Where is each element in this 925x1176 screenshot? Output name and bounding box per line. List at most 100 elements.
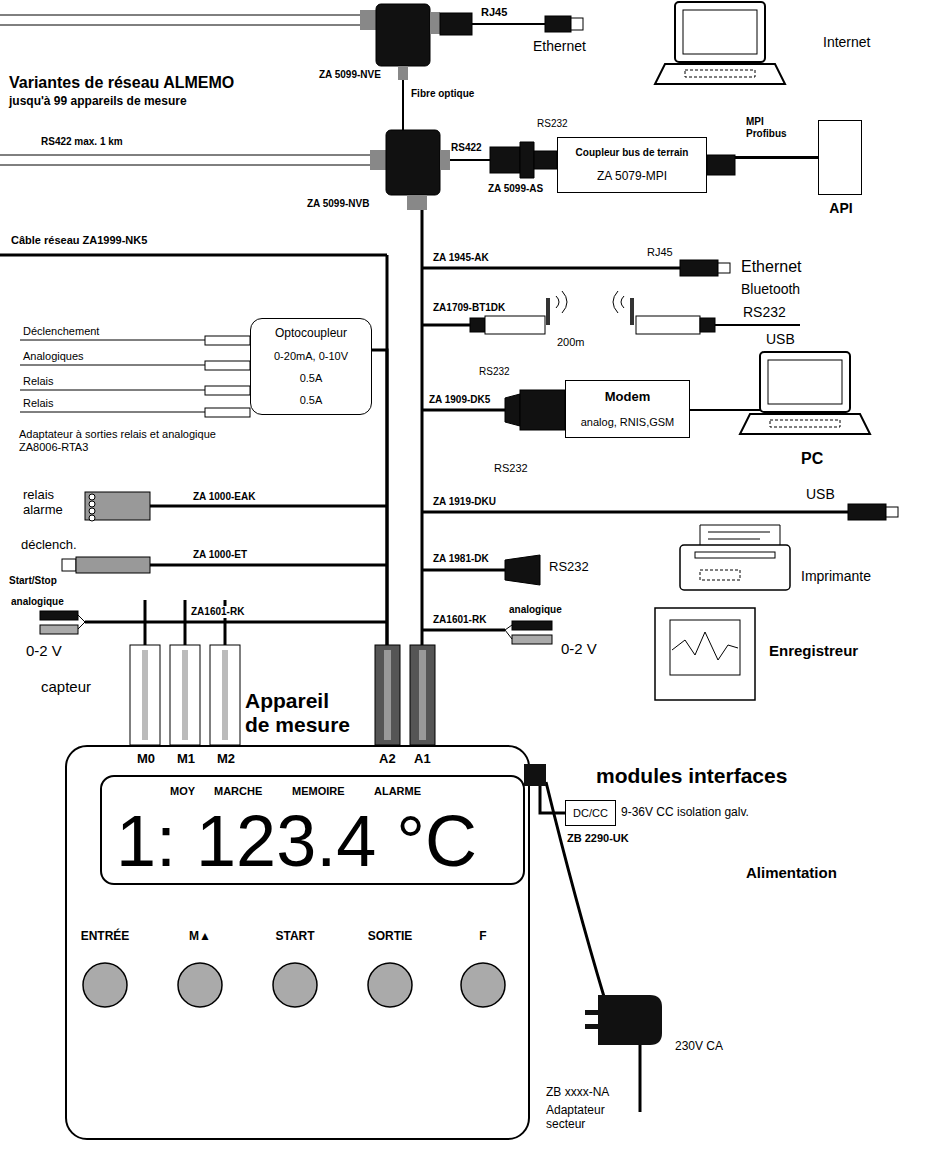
part-label: Ethernet (740, 258, 802, 276)
part-label: Relais (22, 375, 55, 388)
part-label: PC (800, 450, 824, 468)
sensor-plugs (130, 600, 435, 745)
part-label: RJ45 (480, 6, 508, 19)
part-label: ZA1601-RK (190, 606, 245, 618)
part-label: Adaptateur à sorties relais et analogiqu… (18, 428, 260, 453)
part-label: déclench. (20, 538, 78, 553)
display-text: 1: 123.4 °C (116, 805, 477, 877)
part-label: RS232 (548, 560, 590, 575)
button-shape (160, 960, 240, 1015)
part-label: 9-36V CC isolation galv. (620, 806, 750, 820)
part-label: A1 (413, 752, 432, 767)
button-circle (461, 963, 505, 1007)
part-label: Bluetooth (740, 281, 801, 297)
part-label: 230V CA (674, 1040, 724, 1054)
instrument-button: F (443, 930, 523, 1015)
part-label: M0 (136, 752, 156, 767)
box-text: ZA 5079-MPI (597, 170, 667, 184)
instrument-button: START (255, 930, 335, 1015)
modem-box: Modem analog, RNIS,GSM (565, 380, 690, 438)
node-heading: API (809, 200, 873, 216)
part-label: Câble réseau ZA1999-NK5 (10, 234, 148, 247)
optocoupler-inputs (20, 336, 250, 417)
display-text: MOY (170, 785, 195, 798)
part-label: ZA 1945-AK (432, 252, 490, 264)
button-circle (178, 963, 222, 1007)
part-label: RS422 max. 1 km (40, 136, 124, 148)
node-heading: Appareil de mesure (245, 689, 357, 737)
part-label: Ethernet (532, 38, 587, 54)
part-label: Variantes de réseau ALMEMO (8, 74, 235, 92)
part-label: Analogiques (22, 350, 85, 363)
node-heading: F (443, 930, 523, 944)
part-label: ZA 1000-EAK (192, 491, 256, 503)
part-label: RS422 (450, 142, 483, 154)
part-label: USB (765, 331, 796, 347)
box-text: Modem (605, 390, 651, 405)
box-text: DC/CC (573, 807, 608, 820)
button-shape (350, 960, 430, 1015)
part-label: jusqu'à 99 appareils de mesure (8, 95, 188, 109)
button-circle (83, 963, 127, 1007)
part-label: ZA 1981-DK (432, 553, 490, 565)
button-circle (273, 963, 317, 1007)
part-label: RS232 (478, 366, 511, 378)
part-label: ZB 2290-UK (566, 832, 630, 845)
box-text: analog, RNIS,GSM (581, 416, 675, 429)
dc-converter-box: DC/CC (565, 800, 616, 826)
button-shape (255, 960, 335, 1015)
part-label: Internet (822, 34, 871, 50)
plc-box: API (818, 120, 862, 195)
instrument-display: MOYMARCHEMEMOIREALARME1: 123.4 °C (100, 775, 525, 885)
part-label: Start/Stop (8, 575, 58, 587)
part-label: ZA1709-BT1DK (432, 302, 506, 314)
box-text: 0.5A (300, 394, 323, 407)
part-label: RJ45 (646, 246, 674, 259)
part-label: ZA 5099-NVB (306, 198, 370, 210)
part-label: ZA 1909-DK5 (428, 394, 491, 406)
part-label: ZA 1919-DKU (432, 496, 497, 508)
part-label: Enregistreur (768, 642, 859, 659)
part-label: Déclenchement (22, 325, 100, 338)
box-text: Optocoupleur (275, 327, 347, 341)
part-label: Relais (22, 397, 55, 410)
button-circle (368, 963, 412, 1007)
part-label: 0-2 V (560, 640, 598, 657)
part-label: analogique (10, 596, 65, 608)
network-top (0, 2, 785, 210)
part-label: Fibre optique (410, 88, 475, 100)
part-label: ZA 5099-AS (487, 183, 544, 195)
node-heading: SORTIE (350, 930, 430, 944)
part-label: RS232 (493, 462, 529, 475)
power-socket (524, 764, 546, 786)
interface-modules (40, 260, 898, 700)
part-label: 0-2 V (25, 642, 63, 659)
part-label: modules interfaces (595, 764, 788, 788)
power-supply (585, 995, 662, 1045)
instrument-button: SORTIE (350, 930, 430, 1015)
button-shape (443, 960, 523, 1015)
part-label: RS232 (536, 118, 569, 130)
display-text: ALARME (374, 785, 421, 798)
display-text: MARCHE (214, 785, 262, 798)
part-label: ZA 5099-NVE (318, 69, 382, 81)
part-label: Alimentation (745, 864, 838, 881)
button-shape (65, 960, 145, 1015)
box-text: Coupleur bus de terrain (576, 147, 689, 159)
box-text: 0.5A (300, 372, 323, 385)
part-label: MPI Profibus (745, 116, 797, 139)
measuring-instrument: Appareil de mesureMOYMARCHEMEMOIREALARME… (65, 745, 530, 1140)
part-label: ZA1601-RK (432, 614, 487, 626)
part-label: M2 (216, 752, 236, 767)
part-label: ZB xxxx-NA (545, 1086, 610, 1100)
part-label: relais alarme (22, 488, 79, 518)
part-label: RS232 (742, 304, 787, 320)
part-label: capteur (40, 678, 92, 695)
node-heading: M▲ (160, 930, 240, 944)
fieldbus-coupler: Coupleur bus de terrain ZA 5079-MPI (557, 137, 707, 193)
instrument-button: ENTRÉE (65, 930, 145, 1015)
node-heading: START (255, 930, 335, 944)
node-heading: ENTRÉE (65, 930, 145, 944)
